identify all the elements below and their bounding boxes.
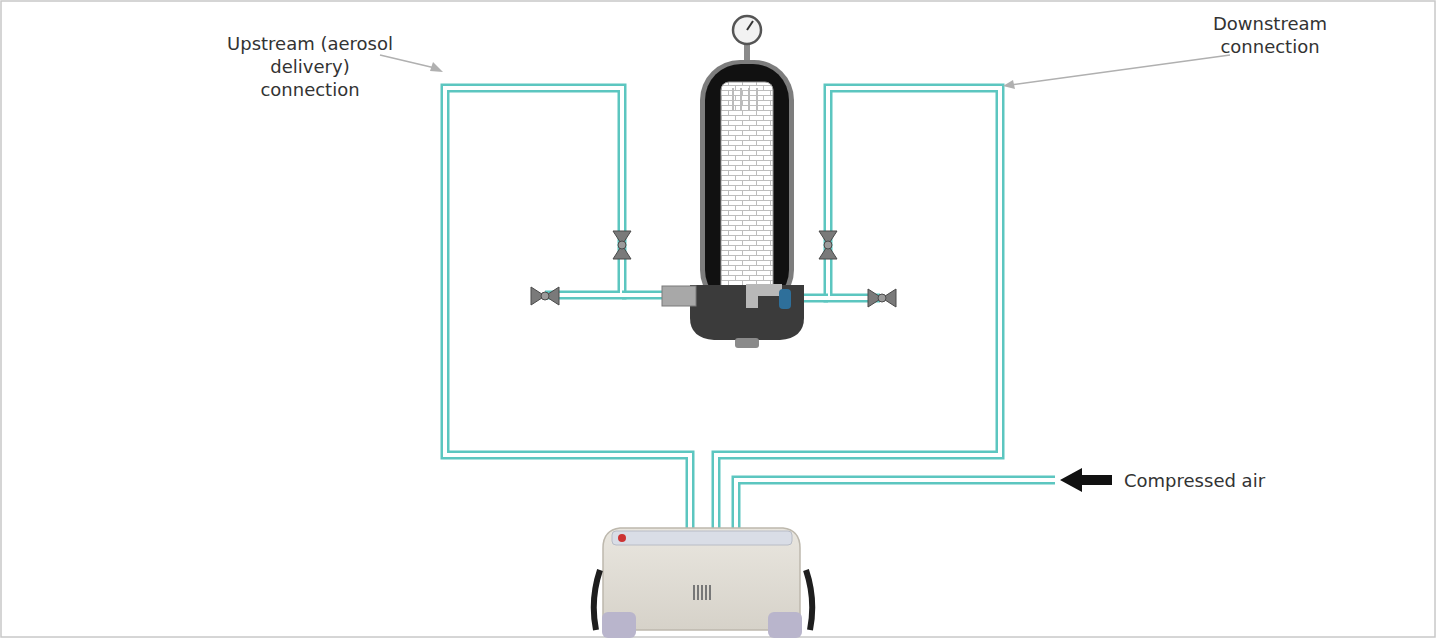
valve	[819, 231, 837, 259]
photometer-instrument	[594, 528, 813, 638]
callout-label: Downstream connection	[1205, 12, 1335, 58]
valve	[868, 289, 896, 307]
leader-lines	[380, 55, 1230, 89]
valve	[531, 287, 559, 305]
valve	[613, 231, 631, 259]
callout-label: Compressed air	[1124, 469, 1324, 492]
callout-label: Upstream (aerosol delivery) connection	[225, 32, 395, 101]
filter-housing	[662, 16, 804, 348]
flow-arrow	[1060, 468, 1112, 492]
